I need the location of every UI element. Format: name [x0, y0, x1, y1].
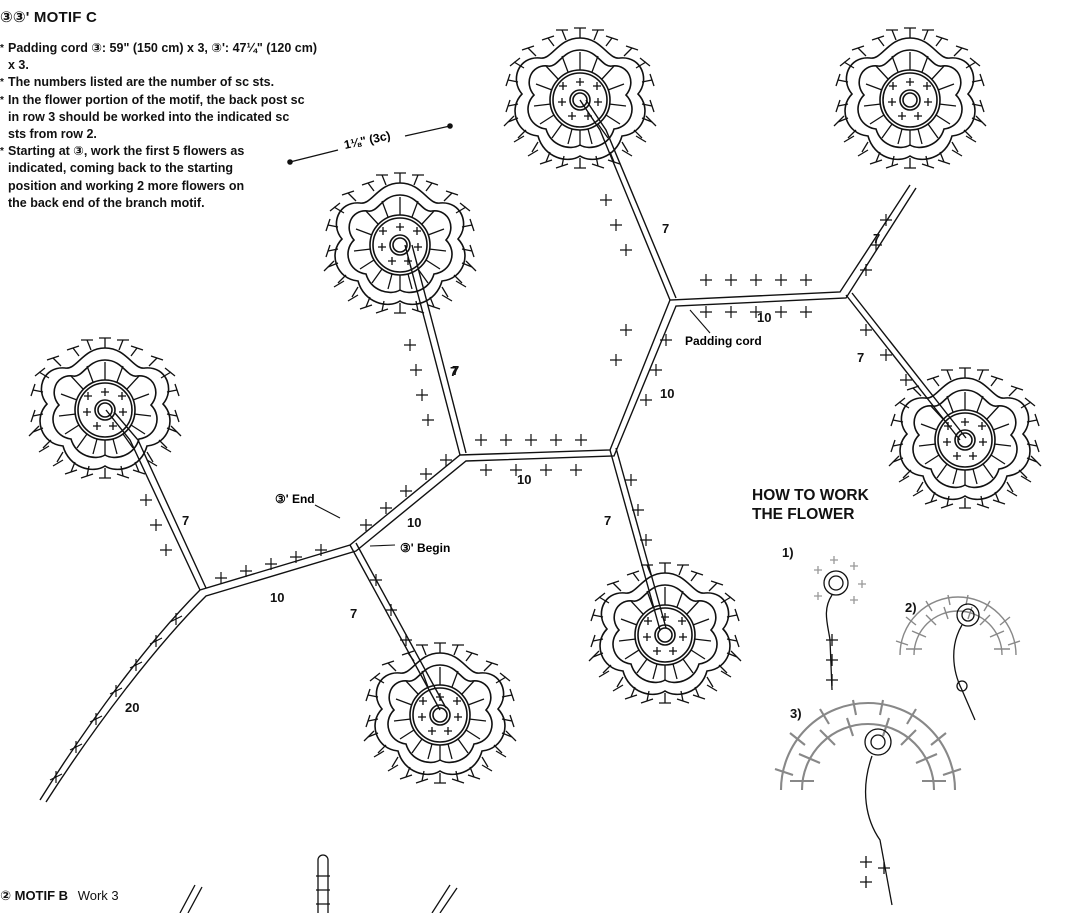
- count-label: 10: [660, 386, 674, 401]
- count-label: 10: [517, 472, 531, 487]
- how-to-title: HOW TO WORK THE FLOWER: [752, 486, 869, 524]
- flower-motif: [834, 28, 986, 168]
- count-label: 7: [857, 350, 864, 365]
- count-label: 7: [662, 221, 669, 236]
- step2-label: 2): [905, 600, 917, 615]
- count-label: 10: [757, 310, 771, 325]
- note-item: Starting at ③, work the first 5 flowers …: [0, 143, 248, 212]
- count-label: 20: [125, 700, 139, 715]
- motif-c-notes: Padding cord ③: 59" (150 cm) x 3, ③': 47…: [0, 40, 320, 212]
- flower-motif: [364, 643, 516, 783]
- count-label: 10: [407, 515, 421, 530]
- flower-motif: [889, 368, 1041, 508]
- flower-motif: [589, 563, 741, 703]
- flower-motif: [29, 338, 181, 478]
- count-label: 7: [604, 513, 611, 528]
- step1-label: 1): [782, 545, 794, 560]
- how-to-title-line: HOW TO WORK: [752, 486, 869, 505]
- flower-motif: [504, 28, 656, 168]
- label-arrows: [315, 310, 710, 546]
- count-label: 10: [270, 590, 284, 605]
- motif-b-name: ② MOTIF B: [0, 888, 68, 903]
- how-to-title-line: THE FLOWER: [752, 505, 869, 524]
- end-label: ③' End: [275, 492, 315, 506]
- count-label: 7: [450, 364, 457, 379]
- count-label: 7: [350, 606, 357, 621]
- motif-b-stems: [180, 855, 457, 913]
- motif-c-title: ③③' MOTIF C: [0, 8, 97, 26]
- note-item: Padding cord ③: 59" (150 cm) x 3, ③': 47…: [0, 40, 320, 74]
- step1-illustration: [814, 556, 866, 690]
- note-item: The numbers listed are the number of sc …: [0, 74, 320, 91]
- step3-illustration: [775, 700, 961, 905]
- flower-motif: [324, 173, 476, 313]
- motif-b-title: ② MOTIF B Work 3: [0, 888, 119, 904]
- count-label: 7: [182, 513, 189, 528]
- note-item: In the flower portion of the motif, the …: [0, 92, 308, 144]
- dimension-label: 1⅛" (3c): [343, 128, 392, 151]
- motif-b-subtitle: Work 3: [78, 888, 119, 903]
- begin-label: ③' Begin: [400, 541, 450, 555]
- step3-label: 3): [790, 706, 802, 721]
- padding-cord-label: Padding cord: [685, 334, 762, 348]
- count-label: 7: [873, 231, 880, 246]
